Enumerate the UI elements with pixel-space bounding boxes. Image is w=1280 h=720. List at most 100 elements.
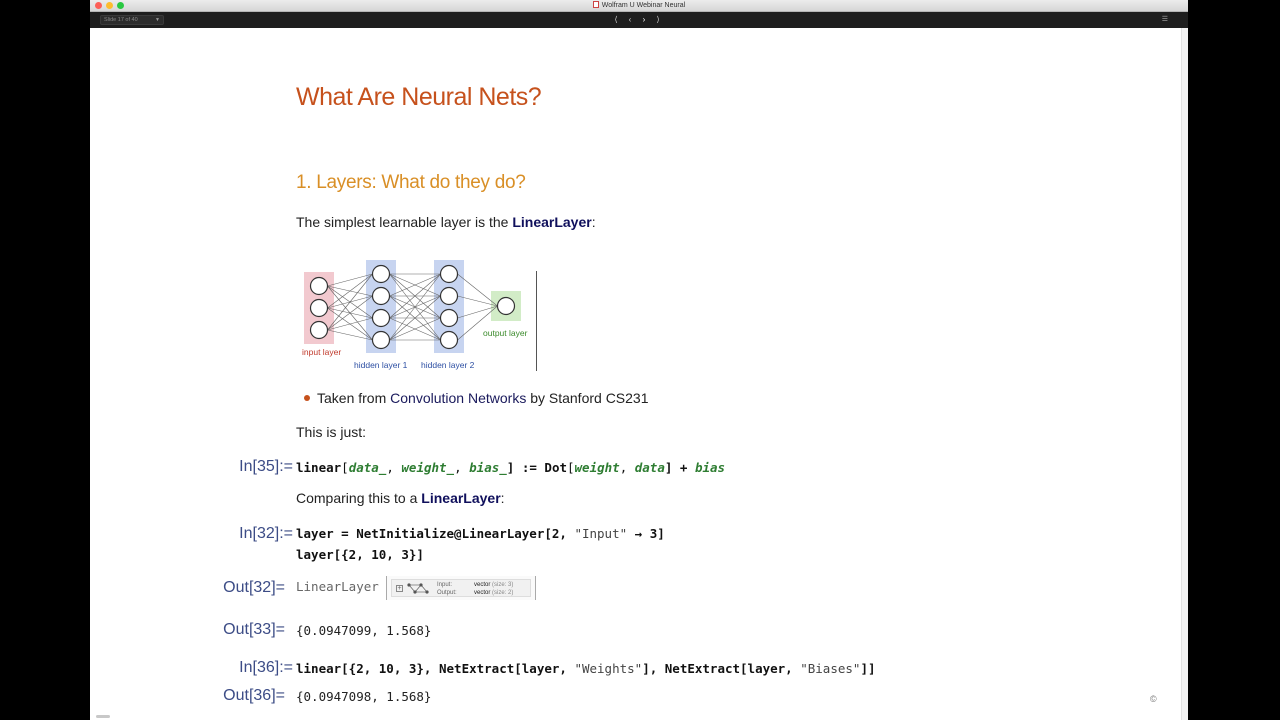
close-window-button[interactable] <box>95 2 102 9</box>
code-token: "Input" <box>574 526 628 541</box>
code-token: ], NetExtract[layer, <box>642 661 801 676</box>
network-edge <box>327 273 373 331</box>
code-token: → 3] <box>627 526 665 541</box>
neuron-node <box>439 264 459 284</box>
hidden-layer-1-label: hidden layer 1 <box>354 360 408 370</box>
linearlayer-symbol[interactable]: LinearLayer <box>512 214 592 230</box>
neuron-node <box>309 320 329 340</box>
first-slide-button[interactable]: ⟨ <box>614 15 618 24</box>
summary-output-type: vector <box>474 590 491 596</box>
linearlayer-summary-box[interactable]: + Input: vector (size: 3) Output: vector… <box>386 576 536 600</box>
cell-label-in32: In[32]:= <box>239 525 293 542</box>
window-title: Wolfram U Webinar Neural <box>90 1 1188 11</box>
code-token: , <box>619 460 635 475</box>
intro-text: The simplest learnable layer is the Line… <box>296 214 596 230</box>
summary-input-type: vector <box>474 582 491 588</box>
window-title-text: Wolfram U Webinar Neural <box>601 2 686 9</box>
code-token: weight_ <box>401 460 455 475</box>
menu-icon[interactable]: ☰ <box>1161 16 1168 23</box>
neuron-node <box>439 330 459 350</box>
comparing-text-start: Comparing this to a <box>296 490 422 506</box>
network-nodes <box>309 264 516 350</box>
network-edges <box>327 273 498 341</box>
slide-title: What Are Neural Nets? <box>296 83 542 111</box>
horizontal-scrollbar-thumb[interactable] <box>96 715 110 718</box>
maximize-window-button[interactable] <box>117 2 124 9</box>
network-edge <box>327 329 373 341</box>
notebook-content: What Are Neural Nets? 1. Layers: What do… <box>90 28 1188 720</box>
cell-label-out33: Out[33]= <box>223 621 285 638</box>
input-cell-in36[interactable]: linear[{2, 10, 3}, NetExtract[layer, "We… <box>296 661 876 676</box>
code-token: linear[{2, 10, 3}, NetExtract[layer, <box>296 661 575 676</box>
convolution-networks-link[interactable]: Convolution Networks <box>390 390 527 406</box>
this-is-just-text: This is just: <box>296 424 367 440</box>
code-token: ] + <box>664 460 695 475</box>
window-titlebar: Wolfram U Webinar Neural <box>90 0 1188 12</box>
chevron-down-icon: ▼ <box>155 17 160 23</box>
code-token: weight <box>574 460 620 475</box>
citation-text-end: by Stanford CS231 <box>526 390 649 406</box>
output-layer-label: output layer <box>483 328 528 338</box>
neuron-node <box>439 286 459 306</box>
network-graph-icon <box>407 583 429 594</box>
neural-network-diagram: input layer hidden layer 1 hidden layer … <box>302 260 528 370</box>
code-token: layer = NetInitialize@LinearLayer[2, <box>296 526 575 541</box>
cell-label-in35: In[35]:= <box>239 458 293 475</box>
figure-divider <box>536 271 537 371</box>
summary-input-value: vector (size: 3) <box>474 582 513 588</box>
input-cell-in35[interactable]: linear[data_, weight_, bias_] := Dot[wei… <box>296 460 725 475</box>
code-token: [ <box>567 460 575 475</box>
code-token: data <box>634 460 665 475</box>
intro-text-start: The simplest learnable layer is the <box>296 214 513 230</box>
summary-output-key: Output: <box>437 590 457 596</box>
slide-selector-value: Slide 17 of 40 <box>104 17 138 23</box>
citation-text-start: Taken from <box>317 390 391 406</box>
comparing-text-end: : <box>500 490 505 506</box>
summary-output-size: (size: 2) <box>492 590 514 596</box>
code-token: , <box>454 460 470 475</box>
code-token: "Weights" <box>574 661 643 676</box>
code-token: [ <box>341 460 349 475</box>
output-cell-out33: {0.0947099, 1.568} <box>296 623 432 638</box>
linearlayer-symbol-2[interactable]: LinearLayer <box>421 490 501 506</box>
neuron-node <box>371 308 391 328</box>
section-heading: 1. Layers: What do they do? <box>296 172 526 193</box>
code-token: "Biases" <box>800 661 861 676</box>
output-cell-out36: {0.0947098, 1.568} <box>296 689 432 704</box>
summary-input-size: (size: 3) <box>492 582 514 588</box>
neuron-node <box>371 330 391 350</box>
slide-selector[interactable]: Slide 17 of 40 ▼ <box>100 15 164 25</box>
linearlayer-output-head: LinearLayer <box>296 579 379 594</box>
cell-label-out32: Out[32]= <box>223 579 285 596</box>
neuron-node <box>309 298 329 318</box>
code-token: bias_ <box>469 460 507 475</box>
hidden-layer-2-label: hidden layer 2 <box>421 360 475 370</box>
next-slide-button[interactable]: › <box>642 15 646 24</box>
network-edge <box>389 295 441 341</box>
input-layer-label: input layer <box>302 347 341 357</box>
cell-label-in36: In[36]:= <box>239 659 293 676</box>
network-edge <box>457 305 498 341</box>
code-token: ] := <box>506 460 545 475</box>
code-token: data_ <box>348 460 387 475</box>
last-slide-button[interactable]: ⟩ <box>656 15 660 24</box>
network-edge <box>389 273 441 319</box>
network-edge <box>457 295 498 307</box>
input-cell-in32-line1[interactable]: layer = NetInitialize@LinearLayer[2, "In… <box>296 526 665 541</box>
minimize-window-button[interactable] <box>106 2 113 9</box>
network-edge <box>457 305 498 319</box>
document-icon <box>592 1 599 8</box>
comparing-text: Comparing this to a LinearLayer: <box>296 490 505 506</box>
previous-slide-button[interactable]: ‹ <box>628 15 632 24</box>
expand-plus-icon[interactable]: + <box>396 585 403 592</box>
vertical-scrollbar[interactable] <box>1181 28 1188 720</box>
slideshow-toolbar: Slide 17 of 40 ▼ ⟨ ‹ › ⟩ ☰ <box>90 12 1188 28</box>
slide-navigation: ⟨ ‹ › ⟩ <box>612 14 662 26</box>
neuron-node <box>439 308 459 328</box>
input-cell-in32-line2[interactable]: layer[{2, 10, 3}] <box>296 547 424 562</box>
network-edge <box>389 273 441 297</box>
code-token: Dot <box>544 460 567 475</box>
code-token: layer[{2, 10, 3}] <box>296 547 424 562</box>
code-token: linear <box>296 460 342 475</box>
bullet-icon <box>304 395 310 401</box>
